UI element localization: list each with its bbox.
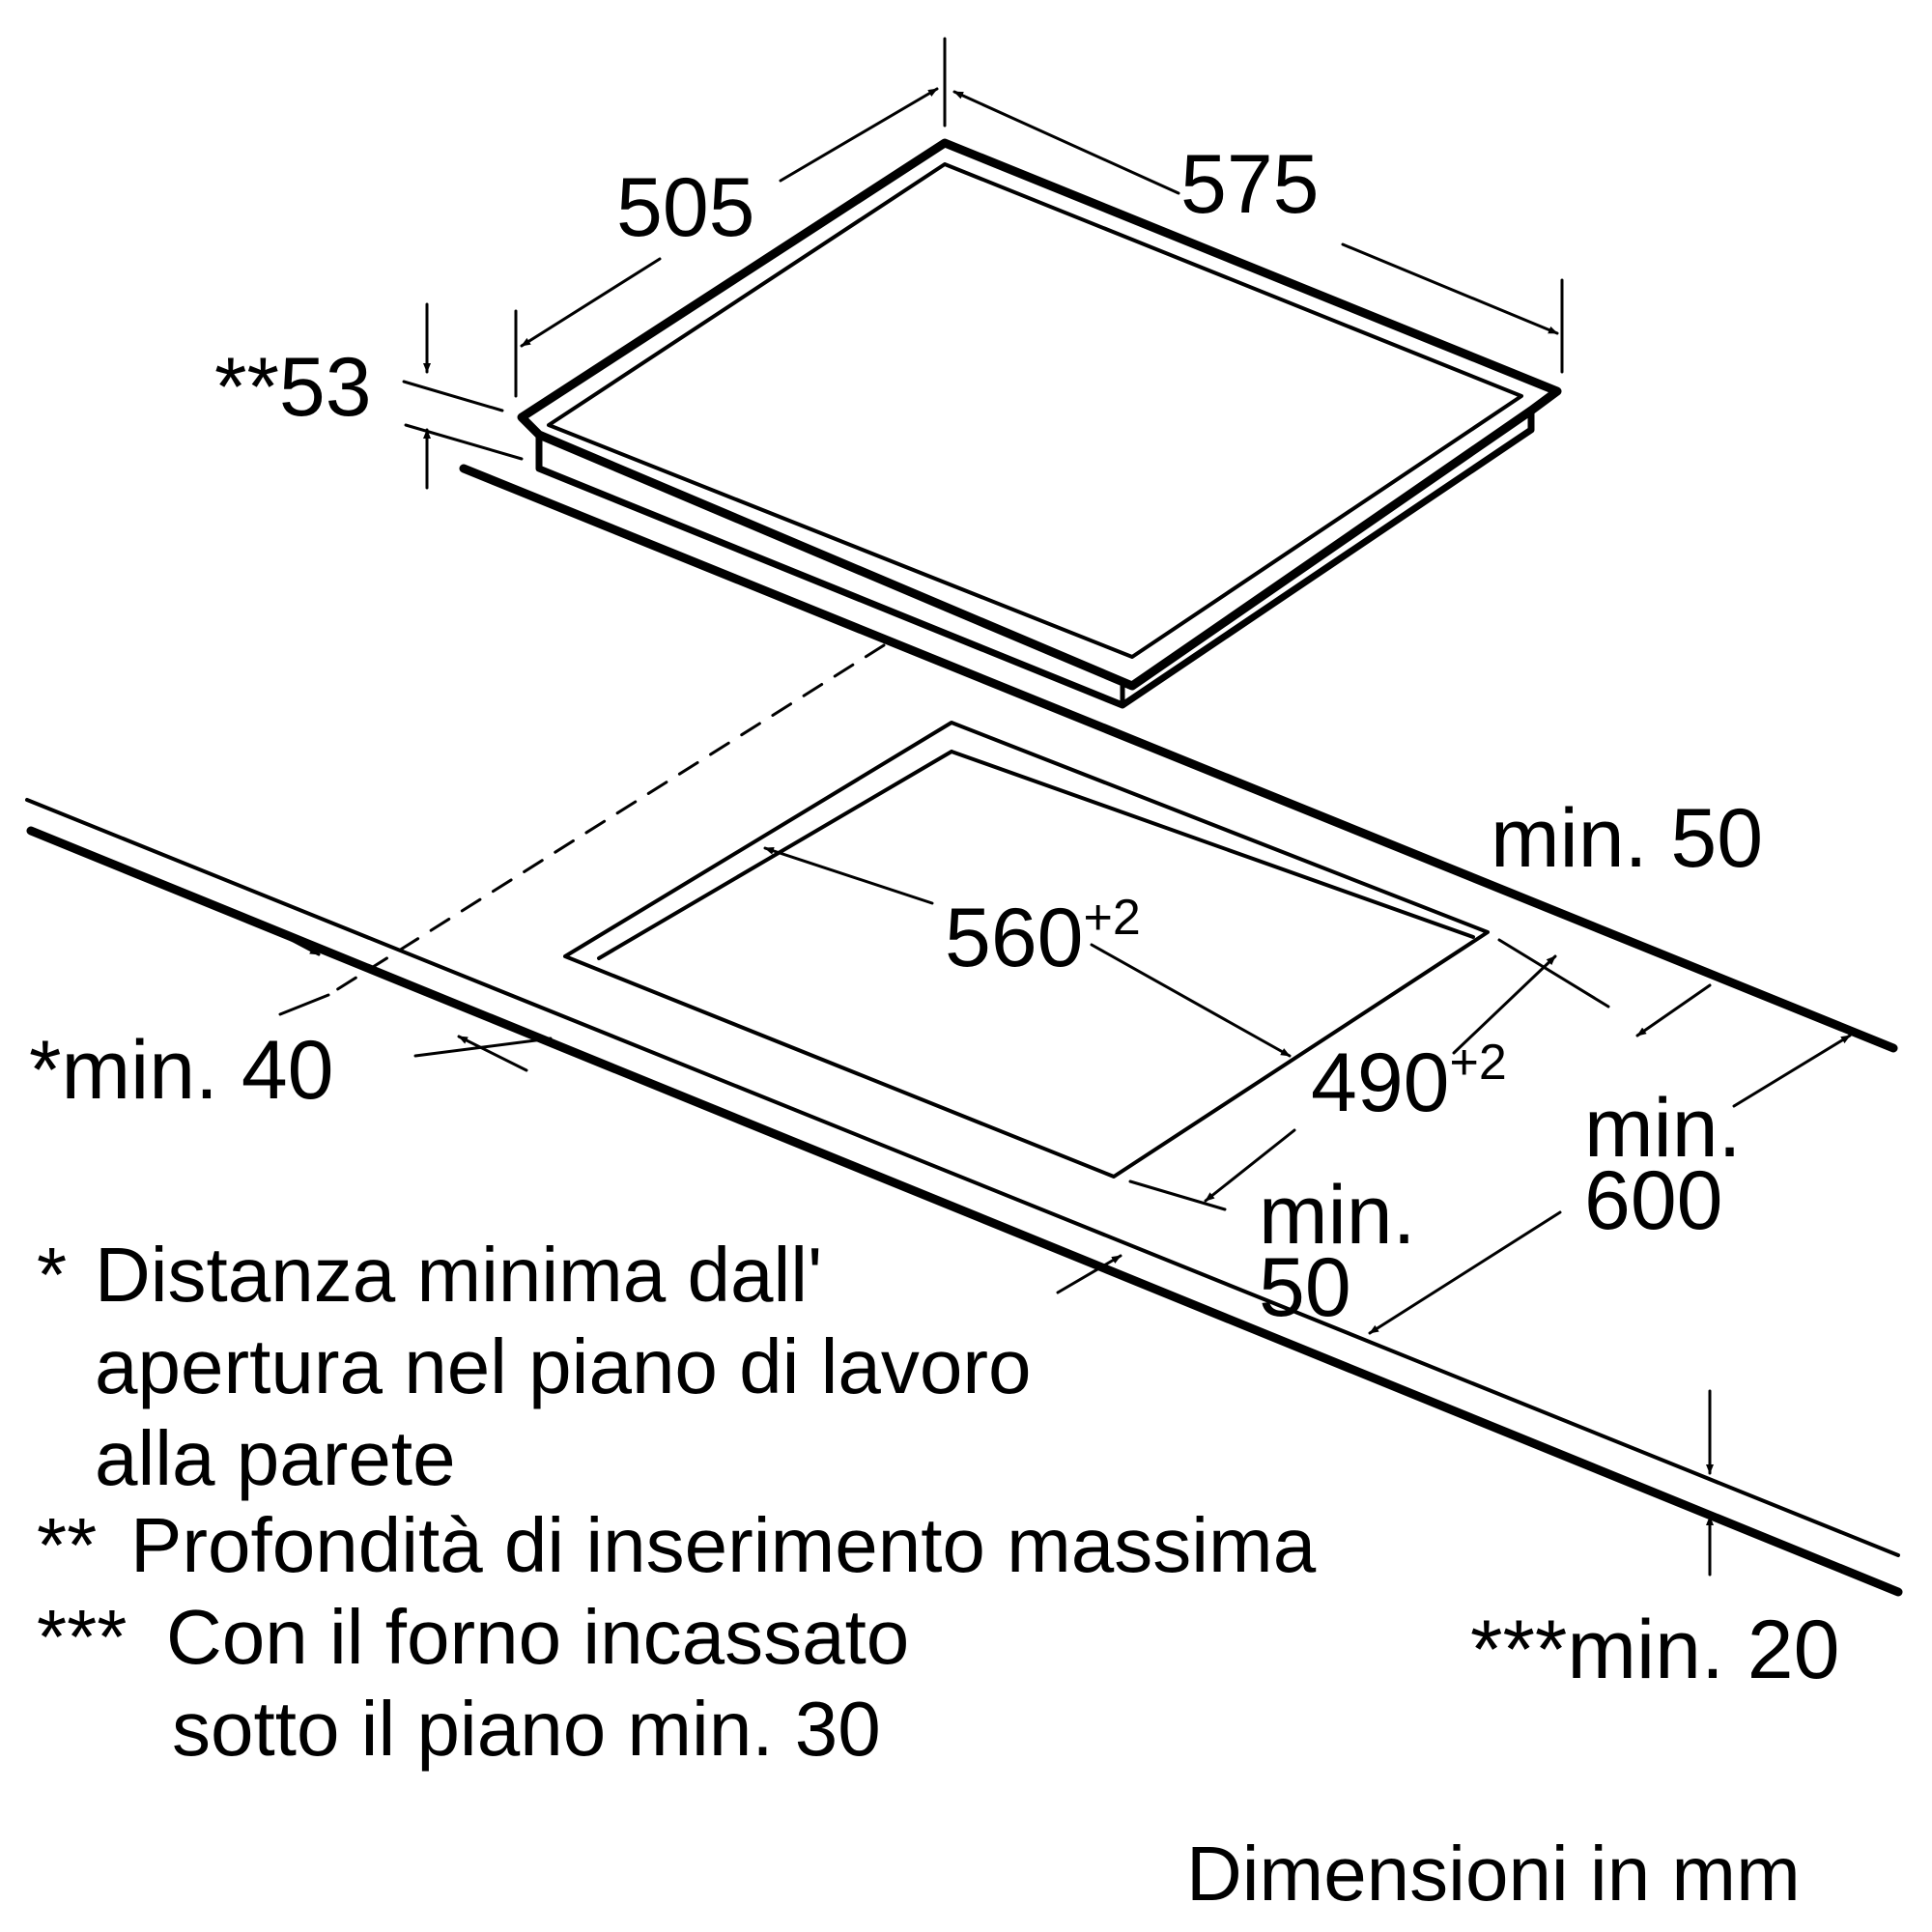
cutout-width-value: 560 [945, 892, 1084, 984]
note-1-line1: Distanza minima dall' [95, 1232, 823, 1318]
dim-min600 [1368, 1034, 1852, 1335]
worktop-front-edge-thick [26, 826, 1903, 1597]
note-3-line1: Con il forno incassato [166, 1594, 910, 1680]
cutout-depth-tolerance: +2 [1449, 1035, 1507, 1091]
note-3-marker: *** [37, 1594, 128, 1680]
dim-min50-right [1635, 983, 1712, 1037]
dim-label-53: **53 [214, 341, 372, 434]
cutout-width-tolerance: +2 [1083, 890, 1141, 946]
clearance-depth-line1: min. [1584, 1082, 1742, 1175]
cutout-outline [563, 721, 1490, 1179]
clearance-back-wall: *min. 40 [29, 1024, 334, 1117]
note-2-line1: Profondità di inserimento massima [130, 1502, 1317, 1588]
dim-label-505: 505 [616, 161, 755, 254]
clearance-depth-line2: 600 [1584, 1154, 1723, 1247]
dim-575 [952, 90, 1564, 374]
dim-490 [1128, 938, 1610, 1211]
dim-560 [763, 846, 1292, 1058]
dim-505 [514, 37, 947, 398]
clearance-worktop-thickness: ***min. 20 [1470, 1604, 1840, 1696]
dim-53 [402, 302, 524, 490]
wall-line [459, 464, 1898, 1053]
clearance-right: min. 50 [1491, 792, 1764, 885]
note-1-line2: apertura nel piano di lavoro [95, 1323, 1032, 1409]
note-2-marker: ** [37, 1502, 98, 1588]
worktop-front-edge-thin [25, 798, 1900, 1557]
dim-min50-front [1056, 1254, 1122, 1294]
dim-label-560: 560+2 [945, 893, 1141, 980]
note-1-line3: alla parete [95, 1415, 456, 1501]
cutout-depth-value: 490 [1311, 1037, 1450, 1129]
units-caption: Dimensioni in mm [1186, 1831, 1801, 1917]
dim-min40 [251, 918, 553, 1072]
note-3-line2: sotto il piano min. 30 [172, 1686, 881, 1772]
clearance-front-line2: 50 [1259, 1241, 1351, 1334]
dim-label-490: 490+2 [1311, 1037, 1507, 1124]
hob-outline [517, 138, 1562, 709]
dashed-projection [327, 643, 886, 997]
clearance-front-line1: min. [1259, 1169, 1416, 1262]
dim-label-575: 575 [1180, 138, 1320, 231]
note-1-marker: * [37, 1232, 68, 1318]
